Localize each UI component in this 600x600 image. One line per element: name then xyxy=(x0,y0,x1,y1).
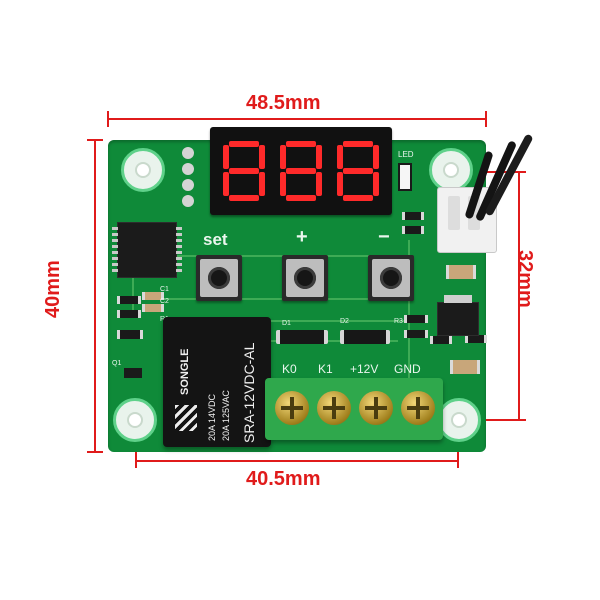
top-dimension-tick-left xyxy=(107,111,109,127)
bottom-width-label: 40.5mm xyxy=(246,468,321,490)
mounting-hole-top-left xyxy=(121,148,165,192)
screw-12v[interactable] xyxy=(359,391,393,425)
gnd-label: GND xyxy=(394,362,421,376)
display-digit xyxy=(279,141,323,201)
top-dimension-line xyxy=(108,118,486,120)
pcb-trace xyxy=(168,320,418,322)
mounting-hole-bottom-left xyxy=(113,398,157,442)
screw-k0[interactable] xyxy=(275,391,309,425)
smd-component xyxy=(465,335,487,343)
set-button-cap[interactable] xyxy=(208,267,230,289)
v12-label: +12V xyxy=(350,362,379,376)
left-dimension-tick-bottom xyxy=(87,451,103,453)
q1-label: Q1 xyxy=(112,360,122,367)
smd-component xyxy=(430,336,452,344)
left-dimension-line xyxy=(94,140,96,452)
header-pins xyxy=(182,147,196,209)
relay-model: SRA-12VDC-AL xyxy=(241,342,257,443)
c1-label: C1 xyxy=(160,286,169,293)
mounting-hole-bottom-right xyxy=(437,398,481,442)
relay: SONGLE 20A 14VDC 20A 125VAC SRA-12VDC-AL xyxy=(163,317,271,447)
relay-brand: SONGLE xyxy=(179,348,191,395)
right-dimension-tick-bottom xyxy=(470,419,526,421)
smd-resistor xyxy=(117,296,141,304)
pcb-trace xyxy=(258,340,398,342)
plus-button[interactable] xyxy=(282,255,328,301)
screw-k1[interactable] xyxy=(317,391,351,425)
relay-rating-2: 20A 125VAC xyxy=(221,390,231,441)
smd-component xyxy=(117,330,143,339)
mounting-hole-top-right xyxy=(429,148,473,192)
voltage-regulator xyxy=(437,295,479,336)
seven-segment-display xyxy=(210,127,392,215)
smd-component xyxy=(404,315,428,323)
transistor xyxy=(124,368,142,378)
diode-d1 xyxy=(276,330,328,344)
set-label: set xyxy=(203,230,228,249)
led xyxy=(398,163,412,191)
left-height-label: 40mm xyxy=(42,260,64,318)
smd-capacitor xyxy=(446,265,476,279)
right-height-label: 32mm xyxy=(514,250,536,308)
smd-component xyxy=(404,330,428,338)
pcb-trace xyxy=(148,255,378,257)
d2-label: D2 xyxy=(340,318,349,325)
top-dimension-tick-right xyxy=(485,111,487,127)
r3-label: R3 xyxy=(394,318,403,325)
bottom-dimension-line xyxy=(136,460,458,462)
display-digit xyxy=(222,141,266,201)
led-label: LED xyxy=(398,150,414,159)
smd-capacitor xyxy=(450,360,480,374)
pcb-trace xyxy=(408,240,410,380)
plus-button-cap[interactable] xyxy=(294,267,316,289)
c2-label: C2 xyxy=(160,298,169,305)
k1-label: K1 xyxy=(318,362,333,376)
smd-component xyxy=(402,226,424,234)
diode-d2 xyxy=(340,330,390,344)
set-button[interactable] xyxy=(196,255,242,301)
left-dimension-tick-top xyxy=(87,139,103,141)
minus-button-cap[interactable] xyxy=(380,267,402,289)
top-width-label: 48.5mm xyxy=(246,92,321,114)
smd-component xyxy=(402,212,424,220)
relay-logo-icon xyxy=(175,405,197,431)
smd-resistor xyxy=(117,310,141,318)
k0-label: K0 xyxy=(282,362,297,376)
smd-capacitor xyxy=(142,292,164,300)
d1-label: D1 xyxy=(282,320,291,327)
minus-label: − xyxy=(378,226,390,248)
display-digit xyxy=(336,141,380,201)
screw-gnd[interactable] xyxy=(401,391,435,425)
minus-button[interactable] xyxy=(368,255,414,301)
microcontroller-chip xyxy=(112,222,182,278)
relay-rating-1: 20A 14VDC xyxy=(207,393,217,441)
screw-terminal-block xyxy=(265,378,443,440)
right-dimension-line xyxy=(518,172,520,420)
plus-label: + xyxy=(296,226,308,248)
smd-capacitor xyxy=(142,304,164,312)
pcb-trace xyxy=(148,298,408,300)
